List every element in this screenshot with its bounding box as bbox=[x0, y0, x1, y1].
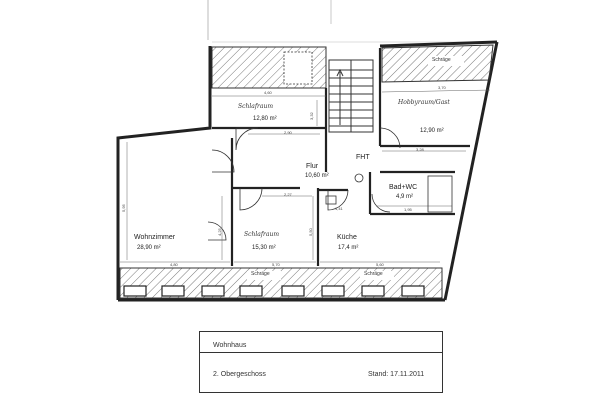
bath-fixtures bbox=[325, 173, 453, 213]
schraege-label-bg-1 bbox=[247, 271, 281, 280]
label-schraege-bottom-2: Schräge bbox=[364, 271, 383, 277]
window-1 bbox=[123, 285, 147, 297]
dim-upper-room-right: 3,28 bbox=[416, 147, 424, 152]
chimney-top bbox=[283, 51, 313, 85]
wall-top-left bbox=[116, 46, 212, 300]
staircase bbox=[328, 59, 374, 133]
door-schlafraum-oben bbox=[235, 127, 259, 151]
door-kueche bbox=[327, 189, 349, 211]
room-area-hobbyraum: 12,90 m² bbox=[420, 128, 444, 134]
dim-bottom-right: 5,60 bbox=[376, 262, 384, 267]
dim-bad-width: 1,95 bbox=[404, 207, 412, 212]
door-bad bbox=[371, 193, 391, 213]
wall-right-sloped bbox=[443, 41, 499, 301]
room-name-bad: Bad+WC bbox=[389, 184, 418, 191]
room-area-flur: 10,60 m² bbox=[305, 173, 329, 179]
washbasin bbox=[354, 173, 364, 183]
room-name-schlafraum-oben: Schlafraum bbox=[238, 103, 274, 110]
title-floor: 2. Obergeschoss bbox=[213, 371, 266, 378]
bottom-windows bbox=[123, 285, 425, 297]
room-name-schlafraum-unten: Schlafraum bbox=[244, 231, 280, 238]
dim-wohn-height: 5,95 bbox=[121, 204, 126, 212]
dimension-lines bbox=[120, 89, 491, 263]
room-name-hobbyraum: Hobbyraum/Gast bbox=[398, 99, 450, 106]
dim-kueche-height: 5,50 bbox=[308, 228, 313, 236]
interior-walls bbox=[212, 48, 470, 266]
door-wohnzimmer bbox=[211, 149, 235, 173]
window-8 bbox=[401, 285, 425, 297]
dim-bottom-left: 4,80 bbox=[170, 262, 178, 267]
door-swings bbox=[207, 127, 401, 241]
dim-bad-small: 1,41 bbox=[335, 206, 343, 211]
title-date: Stand: 17.11.2011 bbox=[368, 371, 425, 378]
window-6 bbox=[321, 285, 345, 297]
window-4 bbox=[239, 285, 263, 297]
schraege-top-right-label-bg bbox=[428, 56, 464, 66]
toilet bbox=[325, 195, 337, 205]
label-fht: FHT bbox=[356, 154, 370, 161]
window-5 bbox=[281, 285, 305, 297]
title-building: Wohnhaus bbox=[213, 342, 247, 349]
window-7 bbox=[361, 285, 385, 297]
label-schraege-bottom-1: Schräge bbox=[251, 271, 270, 277]
room-area-schlafraum-oben: 12,80 m² bbox=[253, 116, 277, 122]
dim-flur-width: 2,27 bbox=[284, 192, 292, 197]
room-name-kueche: Küche bbox=[337, 234, 357, 241]
room-area-wohnzimmer: 28,90 m² bbox=[137, 245, 161, 251]
window-2 bbox=[161, 285, 185, 297]
door-hobby bbox=[379, 127, 401, 149]
label-schraege-top: Schräge bbox=[432, 57, 451, 63]
window-3 bbox=[201, 285, 225, 297]
dim-wohn-inner: 4,25 bbox=[217, 228, 222, 236]
room-name-flur: Flur bbox=[306, 163, 319, 170]
title-divider bbox=[200, 352, 442, 353]
dim-top-left: 4,60 bbox=[264, 90, 272, 95]
dim-stair-height: 3,32 bbox=[309, 112, 314, 120]
wall-top-right bbox=[379, 40, 498, 48]
door-schlafraum-unten bbox=[239, 187, 263, 211]
room-area-kueche: 17,4 m² bbox=[338, 245, 359, 251]
dim-bottom-mid: 5,70 bbox=[272, 262, 280, 267]
room-area-bad: 4,9 m² bbox=[396, 194, 414, 200]
outer-walls bbox=[116, 40, 499, 302]
room-area-schlafraum-unten: 15,30 m² bbox=[252, 245, 276, 251]
bathtub bbox=[427, 175, 453, 213]
title-block: Wohnhaus 2. Obergeschoss Stand: 17.11.20… bbox=[199, 331, 443, 393]
dim-upper-room-width: 2,90 bbox=[284, 130, 292, 135]
schraege-label-bg-2 bbox=[360, 271, 394, 280]
room-name-wohnzimmer: Wohnzimmer bbox=[134, 234, 176, 241]
dim-top-right: 3,70 bbox=[438, 85, 446, 90]
